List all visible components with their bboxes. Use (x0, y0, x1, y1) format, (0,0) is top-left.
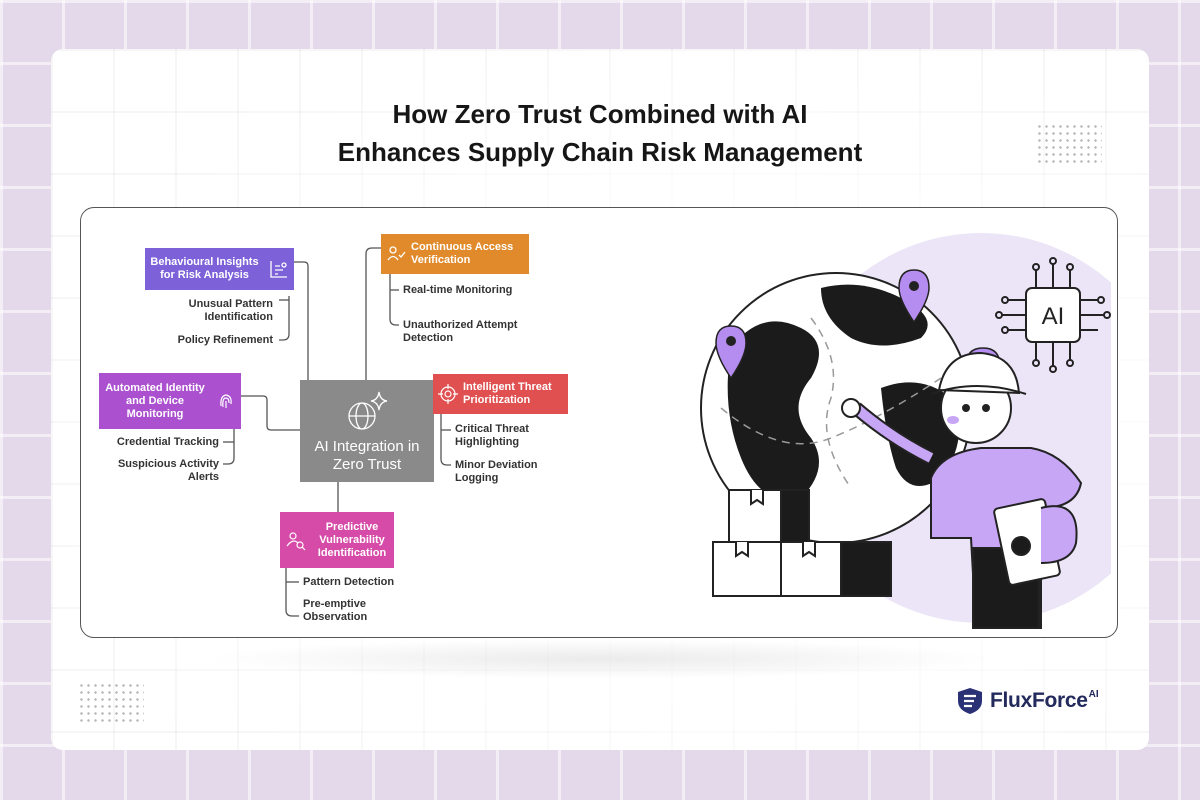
dot-pattern-bottom-left (78, 682, 144, 722)
leaf-policy-refinement: Policy Refinement (177, 334, 273, 346)
globe-sparkle-icon (348, 391, 388, 430)
chart-list-icon (270, 261, 287, 278)
branch-predictive-vulnerability: Predictive Vulnerability Identification (280, 512, 394, 568)
branch-label: Predictive Vulnerability Identification (317, 520, 387, 559)
cardboard-boxes (712, 489, 892, 597)
leaf-credential-tracking: Credential Tracking (116, 436, 219, 448)
ai-chip-icon (995, 257, 1111, 373)
hub-ai-integration: AI Integration in Zero Trust (300, 380, 434, 482)
leaf-realtime-monitoring: Real-time Monitoring (403, 284, 513, 296)
illustration-globe-engineer: AI (700, 233, 1111, 629)
fingerprint-icon (220, 394, 232, 408)
leaf-minor-deviation: Minor Deviation Logging (455, 459, 538, 484)
panel-shadow (201, 639, 1001, 679)
mindmap-connectors (223, 247, 451, 617)
leaf-unusual-pattern: Unusual Pattern Identification (188, 298, 273, 323)
brand-suffix: AI (1088, 688, 1099, 700)
leaf-preemptive-observation: Pre-emptive Observation (303, 598, 368, 623)
branch-intelligent-threat: Intelligent Threat Prioritization (433, 374, 568, 414)
hub-label: AI Integration in Zero Trust (314, 438, 420, 473)
target-icon (438, 384, 458, 404)
ai-chip-label: AI (1042, 303, 1065, 330)
leaf-critical-threat: Critical Threat Highlighting (455, 423, 529, 448)
infographic-card: How Zero Trust Combined with AI Enhances… (51, 49, 1149, 750)
title-line-2: Enhances Supply Chain Risk Management (337, 137, 863, 167)
engineer-figure (841, 351, 1083, 629)
branch-automated-identity: Automated Identity and Device Monitoring (99, 373, 241, 429)
title-line-1: How Zero Trust Combined with AI (392, 99, 808, 129)
brand-logo: FluxForce AI (956, 686, 1099, 716)
branch-label: Behavioural Insights for Risk Analysis (150, 256, 259, 281)
brand-name: FluxForce (990, 689, 1088, 712)
branch-continuous-access: Continuous Access Verification (381, 234, 529, 274)
branch-label: Automated Identity and Device Monitoring (105, 381, 205, 420)
diagram-panel: Behavioural Insights for Risk Analysis U… (80, 207, 1118, 638)
user-check-icon (387, 246, 406, 261)
shield-logo-icon (958, 688, 982, 714)
dot-pattern-top-right (1036, 123, 1102, 163)
leaf-pattern-detection: Pattern Detection (303, 576, 395, 588)
leaf-suspicious-activity: Suspicious Activity Alerts (117, 458, 219, 483)
branch-label: Intelligent Threat Prioritization (463, 381, 552, 406)
user-search-icon (286, 532, 306, 551)
branch-label: Continuous Access Verification (411, 241, 514, 266)
leaf-unauthorized-attempt: Unauthorized Attempt Detection (403, 319, 518, 344)
branch-behavioural-insights: Behavioural Insights for Risk Analysis (145, 248, 294, 290)
